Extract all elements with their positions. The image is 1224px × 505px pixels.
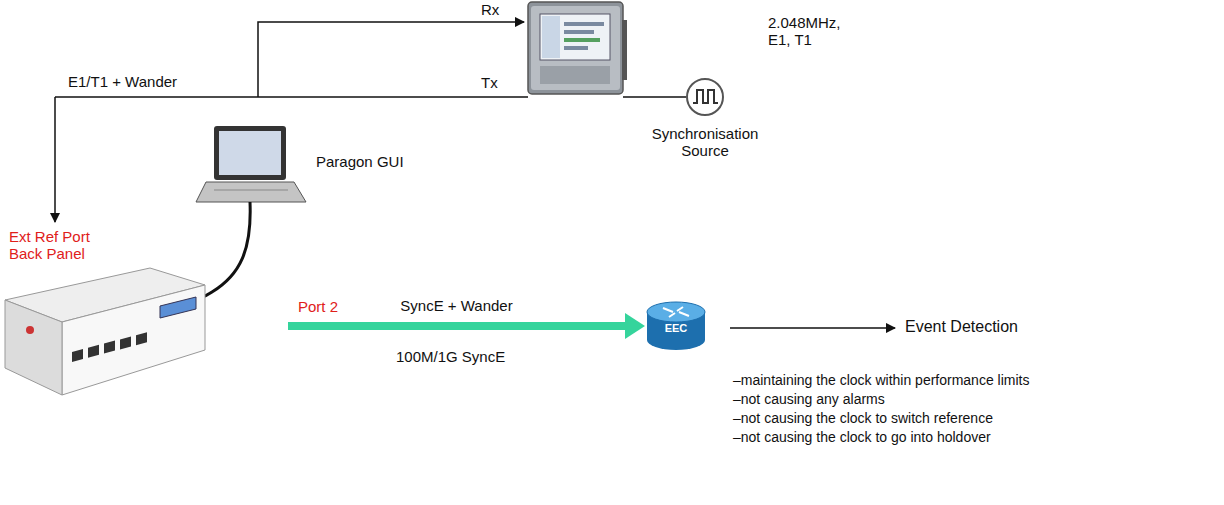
- ethernet-port: [88, 345, 99, 358]
- test-device: Ext Ref Port Back Panel: [5, 226, 288, 406]
- synce-link: [288, 313, 645, 339]
- arrow-head: [625, 313, 645, 339]
- part-name: Paragon GUI: [316, 153, 404, 170]
- paragon-device: [5, 268, 205, 395]
- signal-name: 2.048MHz, E1, T1: [768, 14, 848, 49]
- clock-symbol: [648, 77, 762, 121]
- event-heading: Event Detection: [905, 318, 1018, 336]
- node-label: EEC: [645, 322, 707, 335]
- source-label: Synchronisation Source: [648, 125, 762, 160]
- link-label: SyncE + Wander: [398, 297, 514, 314]
- note: –not causing the clock to go into holdov…: [733, 429, 991, 445]
- signal-name: E1/T1 + Wander: [68, 73, 177, 90]
- link-line: [288, 322, 625, 330]
- test-instrument: [528, 2, 627, 94]
- port-label: Ext Ref Port Back Panel: [9, 228, 101, 263]
- ethernet-port: [120, 336, 131, 349]
- ethernet-port: [136, 332, 147, 345]
- eec-router: EEC: [645, 300, 707, 352]
- signal-name: Tx: [481, 74, 498, 91]
- signal-name: Rx: [481, 1, 499, 18]
- ethernet-port: [72, 349, 83, 362]
- port-label: Port 2: [298, 298, 338, 315]
- link-label: 100M/1G SyncE: [396, 348, 505, 365]
- laptop-icon: [181, 126, 306, 300]
- sync-source: Synchronisation Source: [648, 77, 762, 169]
- note: –not causing the clock to switch referen…: [733, 410, 993, 426]
- ethernet-port: [104, 341, 115, 354]
- note: –not causing any alarms: [733, 391, 885, 407]
- note: –maintaining the clock within performanc…: [733, 372, 1029, 388]
